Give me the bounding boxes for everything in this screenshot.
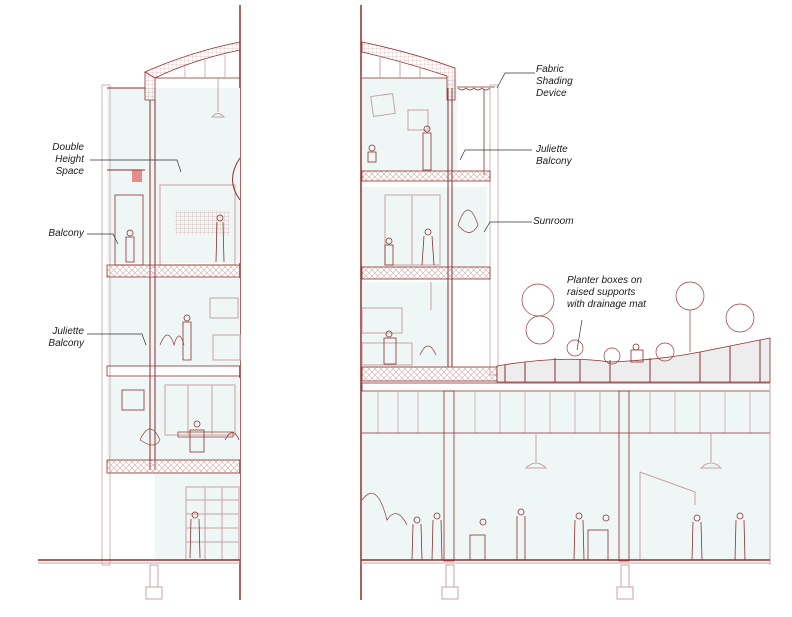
label-balcony: Balcony	[32, 228, 84, 240]
left-building	[38, 5, 241, 600]
label-line: Double	[52, 142, 84, 153]
label-sunroom: Sunroom	[533, 216, 574, 228]
leader-lines	[87, 72, 583, 351]
label-double-height-space: Double Height Space	[32, 142, 84, 178]
label-line: with drainage mat	[567, 299, 646, 310]
label-fabric-shading-device: Fabric Shading Device	[536, 64, 573, 100]
label-line: Juliette	[536, 144, 568, 155]
label-juliette-balcony-right: Juliette Balcony	[536, 144, 572, 168]
label-line: Fabric	[536, 64, 564, 75]
label-planter-boxes: Planter boxes on raised supports with dr…	[567, 275, 646, 311]
label-line: Balcony	[48, 338, 84, 349]
label-line: Height	[55, 154, 84, 165]
label-juliette-balcony-left: Juliette Balcony	[32, 326, 84, 350]
rooftop-garden	[496, 281, 771, 383]
label-line: Juliette	[52, 326, 84, 337]
label-line: raised supports	[567, 287, 636, 298]
label-line: Sunroom	[533, 216, 574, 227]
right-building	[360, 5, 771, 600]
label-line: Shading	[536, 76, 573, 87]
label-line: Device	[536, 88, 567, 99]
label-line: Planter boxes on	[567, 275, 643, 286]
label-line: Balcony	[48, 228, 84, 239]
label-line: Balcony	[536, 156, 572, 167]
label-line: Space	[55, 166, 84, 177]
